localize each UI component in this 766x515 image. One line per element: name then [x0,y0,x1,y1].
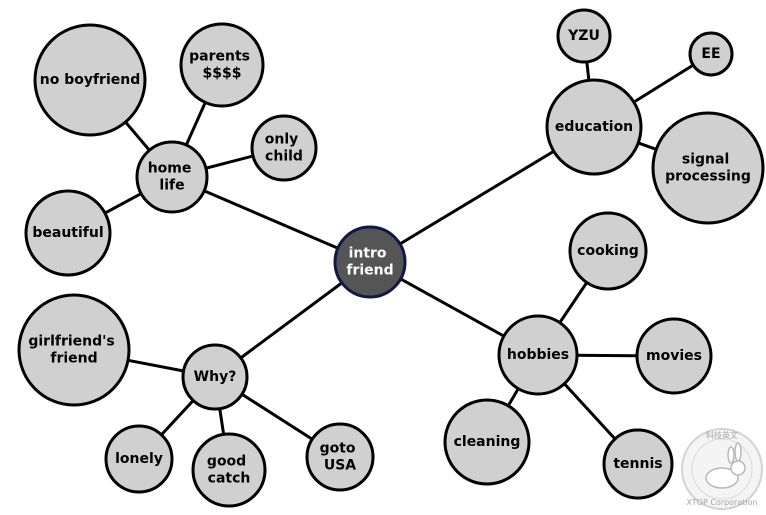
good-catch-line-2: catch [208,470,251,486]
watermark-top-text: 科技英文 [706,430,738,440]
ee-line-1: EE [701,46,720,62]
girlfriend-line-1: girlfriend's [28,334,114,350]
node-no-boyfriend-label: no boyfriend [40,72,141,88]
node-parents-money-label: parents $$$$ [189,49,255,82]
node-parents-money: parents $$$$ [179,22,265,108]
yzu-line-1: YZU [567,28,600,44]
girlfriend-line-2: friend [50,350,97,366]
node-hobbies: hobbies [497,314,579,396]
node-education-label: education [555,119,633,135]
node-cleaning: cleaning [443,398,531,486]
node-lonely: lonely [104,424,174,494]
only-child-line-1: only [265,132,299,148]
center-line-2: friend [346,262,393,278]
node-only-child-label: only child [265,132,303,165]
node-good-catch-label: good catch [207,454,251,487]
lonely-line-1: lonely [115,451,163,467]
node-intro-friend-label: intro friend [346,246,393,279]
node-lonely-label: lonely [115,451,163,467]
node-intro-friend: intro friend [333,225,407,299]
goto-usa-line-1: goto [320,441,356,457]
node-why: Why? [181,343,249,411]
tennis-line-1: tennis [613,456,662,472]
signal-line-1: signal [682,152,729,168]
signal-line-2: processing [665,168,751,184]
goto-usa-line-2: USA [324,457,356,473]
node-cooking: cooking [568,211,648,291]
node-beautiful: beautiful [24,189,112,277]
parents-line-1: parents [189,49,250,65]
beautiful-line-1: beautiful [32,225,103,241]
node-cleaning-label: cleaning [454,434,521,450]
node-movies: movies [635,317,713,395]
why-line-1: Why? [194,369,237,385]
node-hobbies-label: hobbies [507,347,569,363]
center-line-1: intro [349,246,387,262]
node-girlfriends-friend-label: girlfriend's friend [28,334,119,367]
node-ee: EE [688,31,734,77]
node-tennis: tennis [602,428,674,500]
parents-line-2: $$$$ [203,65,242,81]
node-ee-label: EE [701,46,720,62]
cooking-line-1: cooking [577,243,639,259]
movies-line-1: movies [646,348,702,364]
node-yzu-label: YZU [567,28,600,44]
node-beautiful-label: beautiful [32,225,103,241]
watermark-bottom-text: XTOP Corporation [686,498,757,507]
node-education: education [545,78,643,176]
good-catch-line-1: good [207,454,246,470]
only-child-line-2: child [265,148,303,164]
node-home-life: home life [135,140,209,214]
education-line-1: education [555,119,633,135]
rabbit-logo-icon [705,442,746,489]
node-no-boyfriend: no boyfriend [33,23,147,137]
node-cooking-label: cooking [577,243,639,259]
node-why-label: Why? [194,369,237,385]
node-girlfriends-friend: girlfriend's friend [17,293,131,407]
node-signal-processing: signal processing [651,111,765,225]
node-home-life-label: home life [148,161,197,194]
node-good-catch: good catch [191,432,267,508]
hobbies-line-1: hobbies [507,347,569,363]
home-life-line-1: home [148,161,192,177]
node-tennis-label: tennis [613,456,662,472]
node-signal-processing-label: signal processing [665,152,751,185]
home-life-line-2: life [159,177,184,193]
node-yzu: YZU [556,8,612,64]
cleaning-line-1: cleaning [454,434,521,450]
node-only-child: only child [250,114,318,182]
no-boyfriend-line-1: no boyfriend [40,72,141,88]
watermark-logo: 科技英文 XTOP Corporation [681,428,763,510]
node-goto-usa: goto USA [305,422,375,492]
node-movies-label: movies [646,348,702,364]
node-goto-usa-label: goto USA [320,441,361,474]
